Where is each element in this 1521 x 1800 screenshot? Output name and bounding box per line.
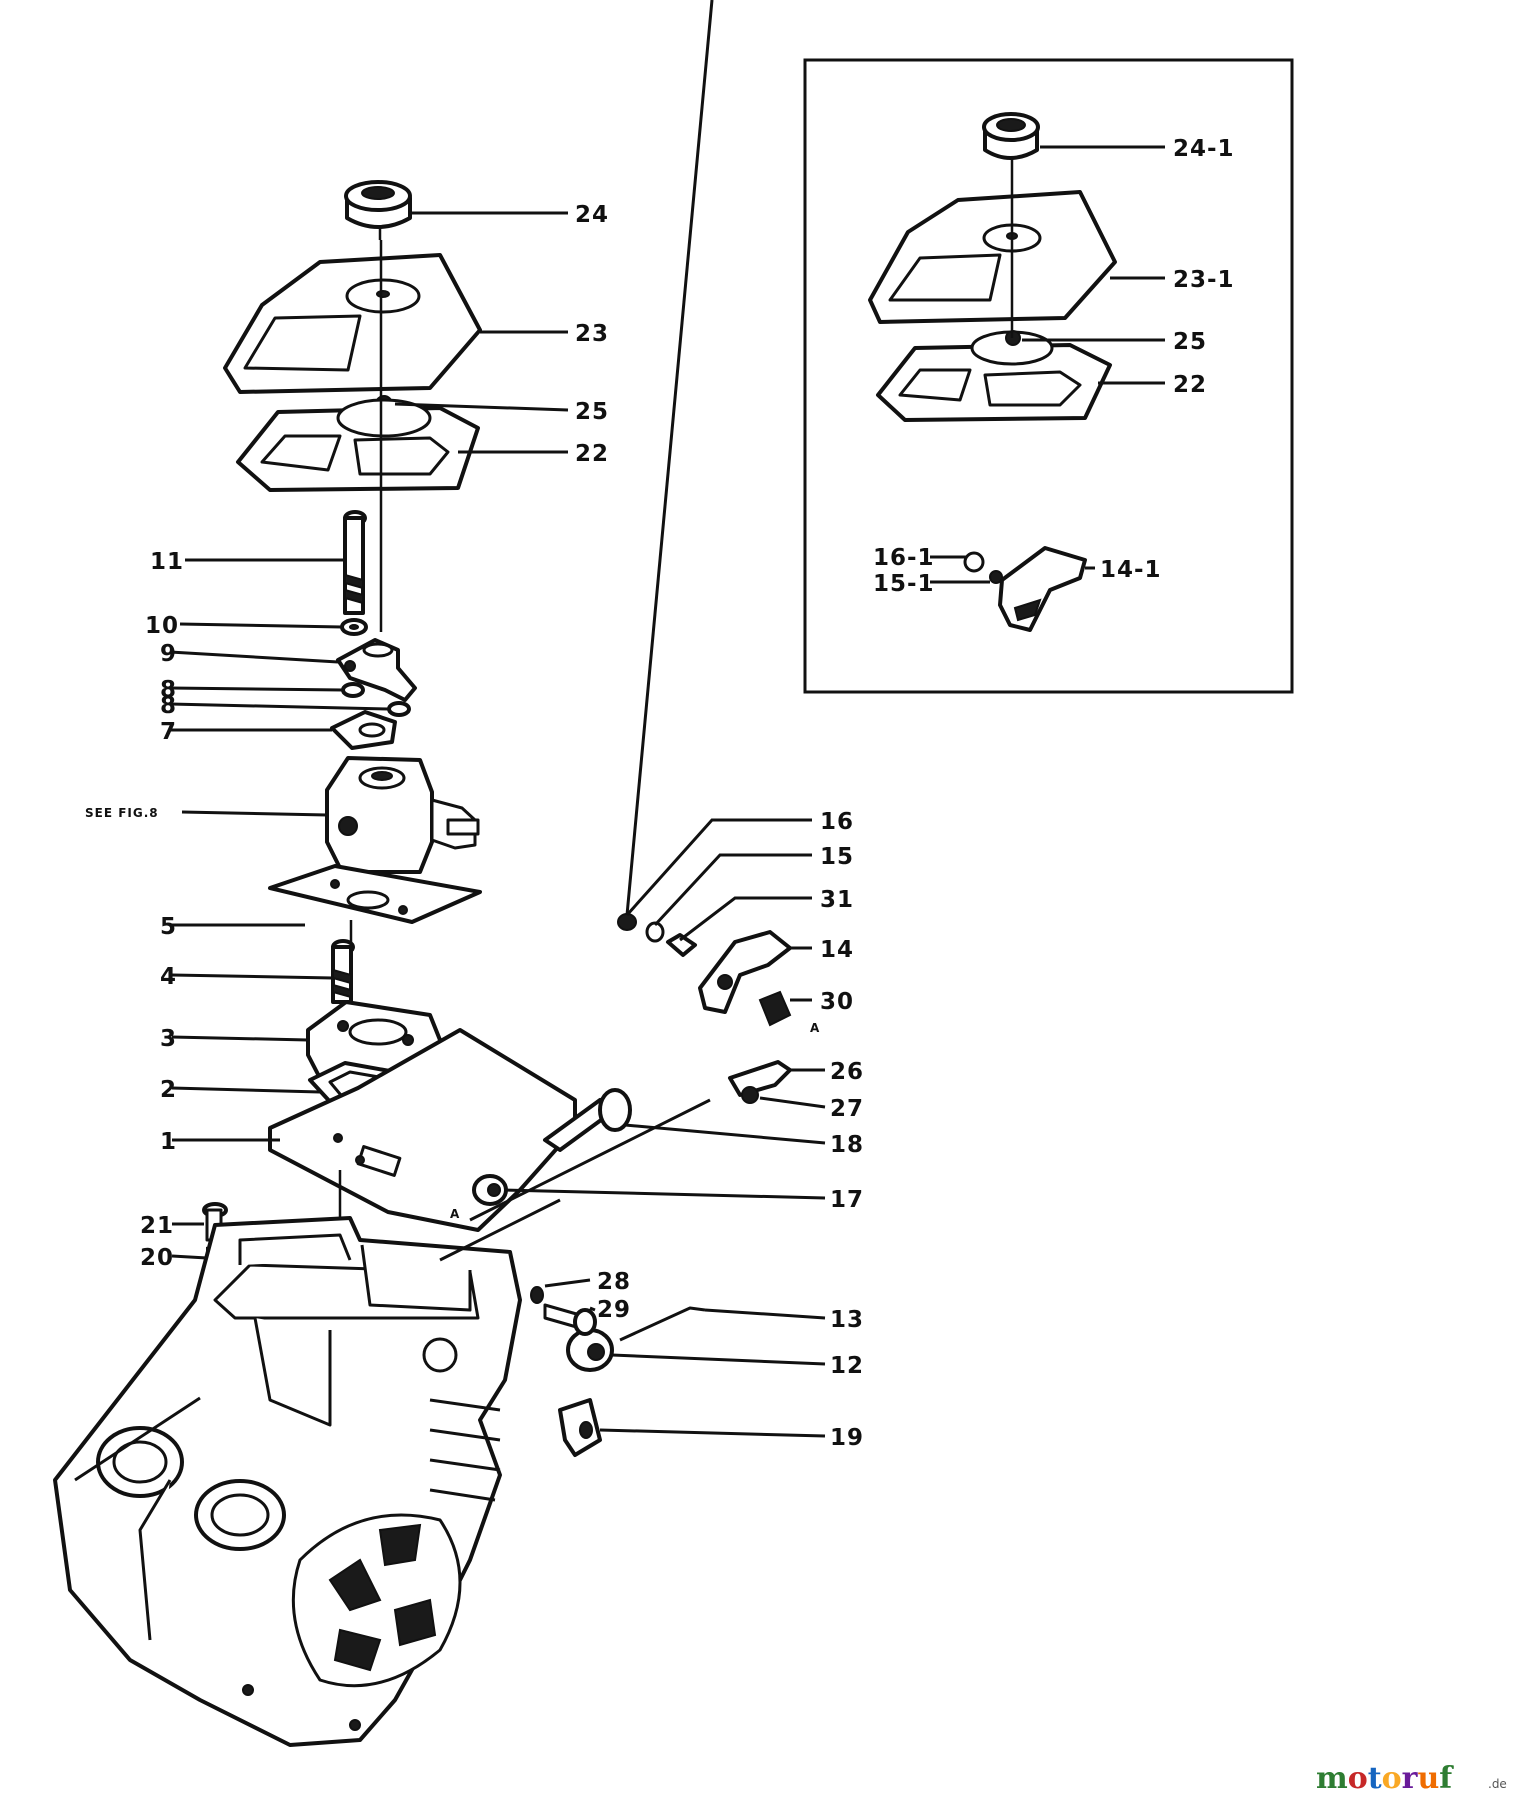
callout-29: 29 bbox=[597, 1297, 631, 1323]
callout-31: 31 bbox=[820, 887, 854, 913]
callout-16-1: 16-1 bbox=[873, 545, 935, 571]
screw-4 bbox=[331, 939, 355, 1004]
callout-inset-22: 22 bbox=[1173, 372, 1207, 398]
callout-21: 21 bbox=[140, 1213, 174, 1239]
inset-knob-24-1 bbox=[982, 112, 1040, 175]
callout-14-1: 14-1 bbox=[1100, 557, 1162, 583]
callout-20: 20 bbox=[140, 1245, 174, 1271]
main-leaders bbox=[169, 0, 826, 1438]
callout-5: 5 bbox=[160, 914, 177, 940]
inset-leaders bbox=[930, 145, 1165, 584]
callout-see-fig: SEE FIG.8 bbox=[85, 806, 159, 820]
lever-26 bbox=[728, 1060, 792, 1104]
wm-letter: m bbox=[1316, 1761, 1348, 1796]
callout-13: 13 bbox=[830, 1307, 864, 1333]
plate-7 bbox=[330, 710, 397, 750]
callout-9: 9 bbox=[160, 641, 177, 667]
wm-letter: o bbox=[1382, 1761, 1402, 1796]
callout-10: 10 bbox=[145, 613, 179, 639]
callout-14: 14 bbox=[820, 937, 854, 963]
washer-10 bbox=[340, 618, 368, 636]
callout-25: 25 bbox=[575, 399, 609, 425]
watermark-logo: motoruf .de bbox=[1316, 1761, 1507, 1796]
bushing-17 bbox=[472, 1174, 508, 1206]
callout-12: 12 bbox=[830, 1353, 864, 1379]
svg-text:motoruf: motoruf bbox=[1316, 1761, 1454, 1796]
callout-26: 26 bbox=[830, 1059, 864, 1085]
knob-24 bbox=[344, 180, 412, 240]
callout-7: 7 bbox=[160, 719, 177, 745]
screw-29 bbox=[543, 1303, 597, 1336]
callout-19: 19 bbox=[830, 1425, 864, 1451]
callout-4: 4 bbox=[160, 964, 177, 990]
callout-22: 22 bbox=[575, 441, 609, 467]
callout-23-1: 23-1 bbox=[1173, 267, 1235, 293]
callout-8a: 8 bbox=[160, 677, 177, 703]
carburetor bbox=[325, 756, 480, 874]
callout-3: 3 bbox=[160, 1026, 177, 1052]
grommet-12 bbox=[566, 1328, 614, 1372]
air-filter-cover-23 bbox=[223, 253, 482, 394]
callout-1: 1 bbox=[160, 1129, 177, 1155]
mark-a-housing: A bbox=[450, 1207, 460, 1221]
callout-17: 17 bbox=[830, 1187, 864, 1213]
callout-18: 18 bbox=[830, 1132, 864, 1158]
washer-28 bbox=[530, 1286, 544, 1304]
callout-15: 15 bbox=[820, 844, 854, 870]
callout-28: 28 bbox=[597, 1269, 631, 1295]
callout-16: 16 bbox=[820, 809, 854, 835]
crankcase-housing bbox=[53, 1216, 522, 1747]
inset-lever-14-1 bbox=[963, 546, 1087, 632]
wm-letter: t bbox=[1368, 1761, 1382, 1796]
rod-13 bbox=[619, 1306, 706, 1342]
wm-letter: f bbox=[1439, 1761, 1454, 1796]
inset-air-filter-cover-23-1 bbox=[868, 190, 1117, 324]
callout-11: 11 bbox=[150, 549, 184, 575]
mark-a-trigger: A bbox=[810, 1021, 820, 1035]
trigger-group bbox=[617, 913, 792, 1027]
wm-letter: o bbox=[1348, 1761, 1368, 1796]
wm-letter: u bbox=[1417, 1761, 1439, 1796]
bracket-9 bbox=[336, 638, 417, 702]
callout-inset-25: 25 bbox=[1173, 329, 1207, 355]
screw-11 bbox=[343, 510, 367, 615]
wm-letter: r bbox=[1402, 1761, 1419, 1796]
watermark-suffix: .de bbox=[1488, 1777, 1507, 1791]
callout-2: 2 bbox=[160, 1077, 177, 1103]
callout-15-1: 15-1 bbox=[873, 571, 935, 597]
air-filter-22 bbox=[236, 398, 480, 492]
callout-24-1: 24-1 bbox=[1173, 136, 1235, 162]
callout-23: 23 bbox=[575, 321, 609, 347]
pin-18 bbox=[543, 1088, 632, 1152]
gasket-5 bbox=[268, 864, 482, 924]
inset-air-filter-22 bbox=[876, 330, 1112, 422]
mount-19 bbox=[558, 1398, 602, 1457]
inset-frame bbox=[803, 58, 1294, 694]
callout-27: 27 bbox=[830, 1096, 864, 1122]
callout-8b: 8 bbox=[160, 693, 177, 719]
callout-30: 30 bbox=[820, 989, 854, 1015]
callout-24: 24 bbox=[575, 202, 609, 228]
